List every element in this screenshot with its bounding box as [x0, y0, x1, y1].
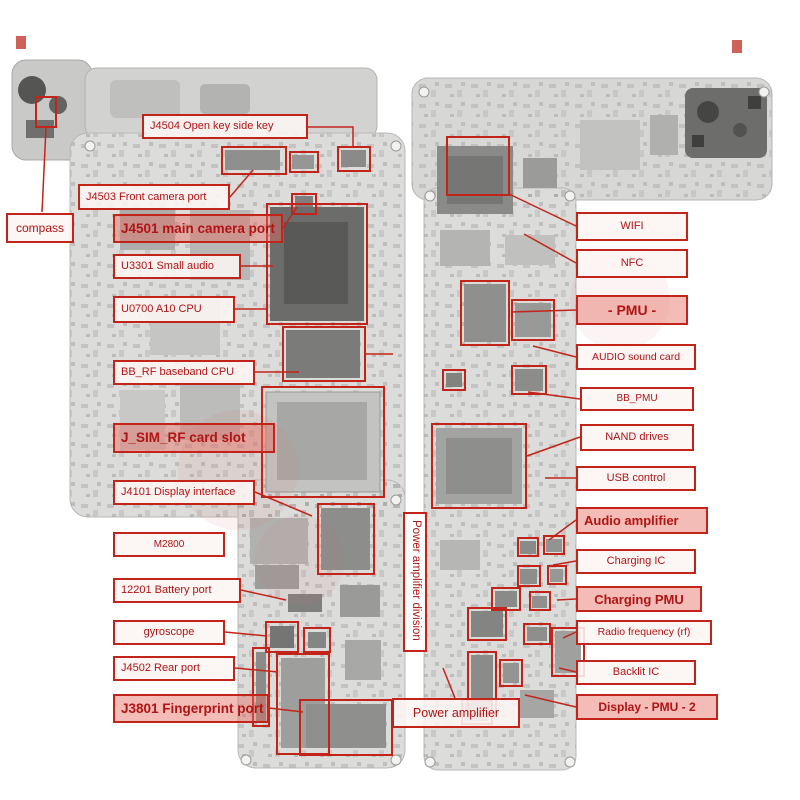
label-wifi: WIFI [576, 212, 688, 241]
label-baseband-cpu: BB_RF baseband CPU [113, 360, 255, 385]
label-backlit-ic: Backlit IC [576, 660, 696, 685]
label-display-interface: J4101 Display interface [113, 480, 255, 505]
pcb-left-board [11, 59, 406, 769]
label-radio-frequency: Radio frequency (rf) [576, 620, 712, 645]
label-sim-rf-card-slot: J_SIM_RF card slot [113, 423, 275, 453]
label-nfc: NFC [576, 249, 688, 278]
label-battery-port: 12201 Battery port [113, 578, 241, 603]
label-audio-sound-card: AUDIO sound card [576, 344, 696, 370]
label-open-key-side-key: J4504 Open key side key [142, 114, 308, 139]
label-display-pmu-2: Display - PMU - 2 [576, 694, 718, 720]
label-main-camera-port: J4501 main camera port [113, 214, 283, 243]
label-front-camera-port: J4503 Front camera port [78, 184, 230, 210]
label-gyroscope: gyroscope [113, 620, 225, 645]
label-fingerprint-port: J3801 Fingerprint port [113, 694, 269, 723]
screw-holes [84, 86, 770, 768]
label-m2800: M2800 [113, 532, 225, 557]
label-pmu: - PMU - [576, 295, 688, 325]
label-audio-amplifier: Audio amplifier [576, 507, 708, 534]
label-compass: compass [6, 213, 74, 243]
label-small-audio: U3301 Small audio [113, 254, 241, 279]
label-charging-ic: Charging IC [576, 549, 696, 574]
leader-lines [41, 126, 581, 713]
label-rear-port: J4502 Rear port [113, 656, 235, 681]
label-bb-pmu: BB_PMU [580, 387, 694, 411]
label-power-amplifier: Power amplifier [392, 698, 520, 728]
label-nand-drives: NAND drives [580, 424, 694, 451]
label-charging-pmu: Charging PMU [576, 586, 702, 612]
label-usb-control: USB control [576, 466, 696, 491]
label-a10-cpu: U0700 A10 CPU [113, 296, 235, 323]
label-power-amplifier-division: Power amplifier division [403, 512, 427, 652]
